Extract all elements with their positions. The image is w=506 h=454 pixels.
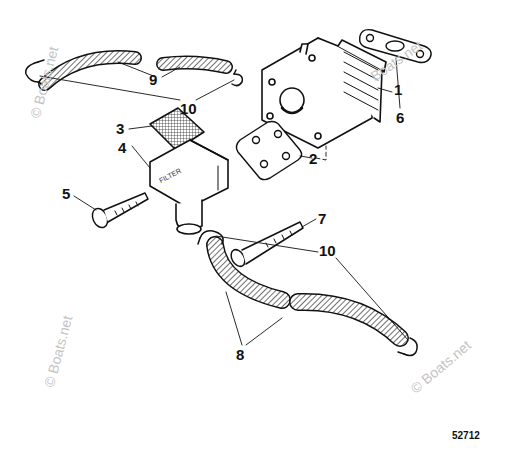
hose-clamp [26,60,243,86]
callout-number: 5 [62,186,70,201]
figure-number: 52712 [452,431,480,441]
filter-gasket [236,122,301,180]
hose-8 [215,245,400,338]
screw-5 [89,193,148,230]
hose-9 [45,57,226,84]
callout-number: 6 [396,110,404,125]
pump-body [262,38,386,148]
watermark: © Boats.net [42,314,75,388]
callout-number: 1 [394,82,402,97]
hose-clamp [198,231,417,356]
callout-number: 7 [318,211,326,226]
filter-cover [150,140,228,234]
callout-number: 4 [118,140,126,155]
callout-number: 3 [116,121,124,136]
callout-number: 8 [236,347,244,362]
screw-7 [228,222,303,269]
leader-line [40,58,408,345]
callout-number: 2 [309,151,317,166]
callout-number: 10 [180,101,197,116]
callout-number: 9 [149,72,157,87]
callout-number: 10 [319,243,336,258]
